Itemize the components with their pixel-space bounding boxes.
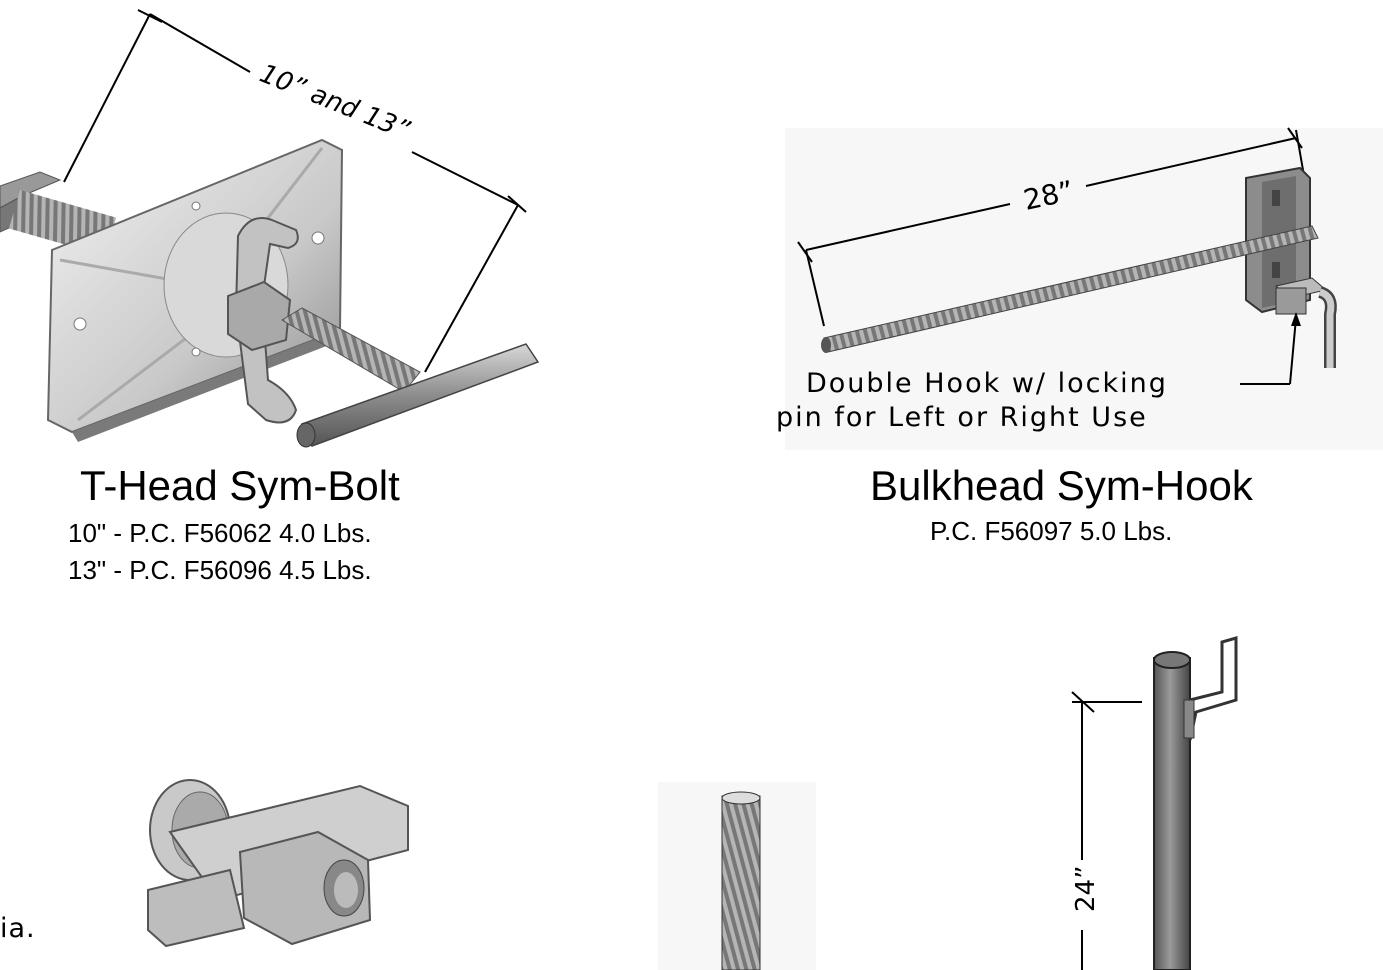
stake-dimension-label: 24” (1071, 865, 1101, 912)
threaded-bar-illustration (658, 782, 816, 970)
t-head-sym-bolt-illustration (0, 9, 540, 448)
t-bolt-spec-13: 13" - P.C. F56096 4.5 Lbs. (68, 555, 372, 585)
truncated-text: ia. (0, 913, 36, 944)
hook-spec: P.C. F56097 5.0 Lbs. (930, 516, 1173, 546)
t-bolt-spec-10: 10" - P.C. F56062 4.0 Lbs. (68, 518, 372, 548)
hook-title: Bulkhead Sym-Hook (870, 462, 1253, 509)
stake-illustration (1071, 636, 1238, 970)
t-bolt-title: T-Head Sym-Bolt (80, 462, 400, 509)
hook-note-line1: Double Hook w/ locking (806, 368, 1168, 399)
bulkhead-sym-hook-illustration (785, 127, 1383, 450)
wing-nut-illustration (147, 779, 409, 948)
t-bolt-dimension-label: 10” and 13” (255, 59, 414, 146)
hook-note-line2: pin for Left or Right Use (776, 402, 1148, 433)
